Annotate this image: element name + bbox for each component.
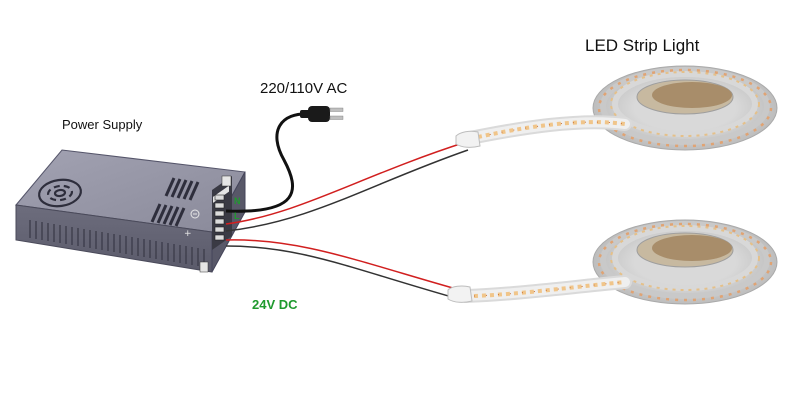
fan-grille-icon <box>38 178 82 208</box>
ac-input-label: 220/110V AC <box>260 80 348 97</box>
strip-tape-upper <box>463 115 632 145</box>
power-supply-label: Power Supply <box>62 117 143 132</box>
led-strip-lower <box>447 219 778 305</box>
power-supply-unit: + <box>15 149 246 273</box>
end-cap-lower <box>447 285 473 303</box>
led-strip-label: LED Strip Light <box>585 36 700 55</box>
led-strip-upper <box>455 65 778 151</box>
strip-tape-lower <box>459 275 632 303</box>
indicator-led <box>221 175 232 187</box>
strip-coil-upper <box>592 65 778 151</box>
strip-coil-lower <box>592 219 778 305</box>
dc-wires-lower <box>225 239 461 298</box>
top-vents-upper <box>164 177 200 201</box>
front-vents <box>29 220 205 267</box>
ground-symbol-icon <box>190 209 200 219</box>
top-vents-lower <box>150 203 186 227</box>
ac-input-cable <box>225 112 311 213</box>
end-cap-upper <box>455 130 481 148</box>
dc-output-label: 24V DC <box>252 297 298 312</box>
terminal-n-label: N <box>234 196 241 206</box>
plus-symbol-icon: + <box>184 229 192 239</box>
dc-wires-upper <box>225 141 469 232</box>
ac-plug-icon <box>300 106 344 122</box>
terminal-l-label: L <box>234 211 240 221</box>
